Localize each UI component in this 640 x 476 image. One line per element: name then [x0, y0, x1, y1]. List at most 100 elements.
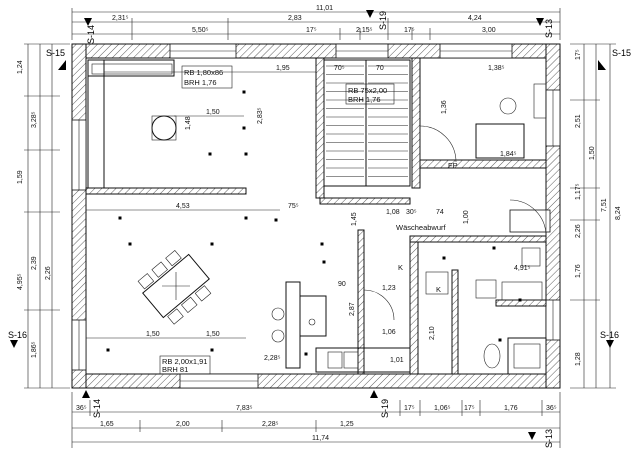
interior-walls: [85, 57, 547, 375]
dim-int-4: 1,38⁵: [488, 65, 505, 72]
dim-int-25: 2,87: [349, 302, 356, 316]
dim-int-18: 1,50: [146, 331, 160, 338]
electrical-point: [492, 246, 496, 250]
electrical-point: [242, 126, 246, 130]
dim-bottom-5: 17⁵: [464, 405, 475, 412]
section-s14-top: S-14: [86, 25, 96, 44]
electrical-point: [304, 352, 308, 356]
electrical-point: [244, 152, 248, 156]
section-s14-bottom: S-14: [92, 399, 102, 418]
dim-int-10: 75⁵: [288, 203, 299, 210]
section-s19-bottom: S-19: [380, 399, 390, 418]
window-brh-dining: BRH 81: [162, 365, 188, 374]
dim-top-3: 4,24: [468, 15, 482, 22]
dim-int-21: 1,01: [390, 357, 404, 364]
electrical-point: [442, 256, 446, 260]
dim-left-3: 1,59: [17, 170, 24, 184]
dim-bottom-3: 17⁵: [404, 405, 415, 412]
window-rb-dining: RB 2,00x1,91: [162, 357, 207, 366]
section-s19-top: S-19: [378, 11, 388, 30]
sofa: [87, 59, 175, 189]
electrical-point: [244, 216, 248, 220]
dim-right-4: 1,17⁵: [575, 183, 582, 200]
dim-bottom-1: 36⁵: [76, 405, 87, 412]
dim-top-7: 17⁵: [404, 27, 415, 34]
dim-right-1: 17⁵: [575, 49, 582, 60]
kamin-label-1: K: [398, 263, 403, 272]
fp-label: FP: [448, 161, 458, 170]
bottom-dimension-lines: 36⁵ 7,83⁵ 17⁵ 1,06⁵ 17⁵ 1,76 36⁵ 1,65 2,…: [71, 392, 561, 448]
dim-left-6: 4,95⁵: [17, 273, 24, 290]
right-dimension-lines: 17⁵ 2,51 1,50 1,17⁵ 2,26 1,76 1,28 7,51 …: [570, 43, 622, 389]
electrical-point: [106, 348, 110, 352]
section-s13-top: S-13: [544, 19, 554, 38]
dim-left-2: 3,28⁵: [31, 111, 38, 128]
armchair: [151, 115, 177, 141]
dim-right-9: 8,24: [615, 206, 622, 220]
kamin-label-2: K: [436, 285, 441, 294]
dim-int-5: 1,36: [441, 100, 448, 114]
electrical-point: [210, 242, 214, 246]
section-s16-left: S-16: [8, 330, 27, 340]
window-brh-living: BRH 1,76: [184, 78, 217, 87]
dim-top-4: 5,50⁵: [192, 27, 209, 34]
electrical-point: [128, 242, 132, 246]
electrical-point: [322, 260, 326, 264]
interior-dimensions: 1,95 70⁵ 70 1,38⁵ 1,36 1,50 1,48 2,83⁵ 4…: [86, 65, 531, 364]
dim-right-6: 1,76: [575, 264, 582, 278]
dim-top-total: 11,01: [316, 5, 333, 12]
dim-int-12: 30⁵: [406, 209, 417, 216]
section-s15-left: S-15: [46, 48, 65, 58]
dim-left-4: 2,26: [45, 266, 52, 280]
window-rb-stairs: RB 75x2,00: [348, 86, 387, 95]
window-brh-stairs: BRH 1,76: [348, 95, 381, 104]
bath-fixtures: [425, 83, 547, 375]
dim-int-6: 1,50: [206, 109, 220, 116]
electrical-point: [498, 338, 502, 342]
dim-int-2: 70⁵: [334, 65, 345, 72]
window-labels: RB 1,80x86 BRH 1,76 RB 75x2,00 BRH 1,76 …: [159, 65, 458, 375]
dim-int-26: 4,91⁵: [514, 265, 531, 272]
dining-table: [137, 249, 212, 325]
electrical-points: [106, 90, 522, 356]
kitchen-island: [271, 281, 327, 369]
dim-top-1: 2,31⁵: [112, 15, 129, 22]
dim-int-1: 1,95: [276, 65, 290, 72]
dim-top-2: 2,83: [288, 15, 302, 22]
section-s15-right: S-15: [612, 48, 631, 58]
dim-bottom-10: 2,28⁵: [262, 421, 279, 428]
dim-int-15: 90: [338, 281, 346, 288]
electrical-point: [242, 90, 246, 94]
dim-bottom-4: 1,06⁵: [434, 405, 451, 412]
electrical-point: [118, 216, 122, 220]
dim-bottom-11: 1,25: [340, 421, 354, 428]
dim-int-20: 2,28⁵: [264, 355, 281, 362]
dim-int-14: 1,00: [463, 210, 470, 224]
dim-int-24: 1,45: [351, 212, 358, 226]
dim-int-11: 1,08: [386, 209, 400, 216]
dim-int-7: 1,48: [185, 116, 192, 130]
dim-bottom-9: 2,00: [176, 421, 190, 428]
dim-top-5: 17⁵: [306, 27, 317, 34]
section-s13-bottom: S-13: [544, 429, 554, 448]
dim-int-16: 1,23: [382, 285, 396, 292]
dim-bottom-8: 1,65: [100, 421, 114, 428]
dim-int-17: 1,06: [382, 329, 396, 336]
dim-int-9: 4,53: [176, 203, 190, 210]
dim-int-19: 1,50: [206, 331, 220, 338]
waescheabwurf-label: Wäscheabwurf: [396, 223, 447, 232]
dim-int-13: 74: [436, 209, 444, 216]
dim-top-8: 3,00: [482, 27, 496, 34]
section-markers: S-15 S-15 S-16 S-16 S-14 S-14 S-19 S-19 …: [8, 10, 631, 448]
dim-right-7: 1,28: [575, 352, 582, 366]
electrical-point: [210, 348, 214, 352]
kitchen-counter: [315, 347, 411, 373]
dim-top-6: 2,15⁵: [356, 27, 373, 34]
dim-right-5: 2,26: [575, 224, 582, 238]
dim-left-5: 2,39: [31, 256, 38, 270]
electrical-point: [274, 218, 278, 222]
dim-right-2: 2,51: [575, 114, 582, 128]
window-openings: [71, 43, 561, 389]
top-dimension-lines: 11,01 2,31⁵ 2,83 4,24 5,50⁵ 17⁵ 2,15⁵ 17…: [71, 5, 561, 40]
